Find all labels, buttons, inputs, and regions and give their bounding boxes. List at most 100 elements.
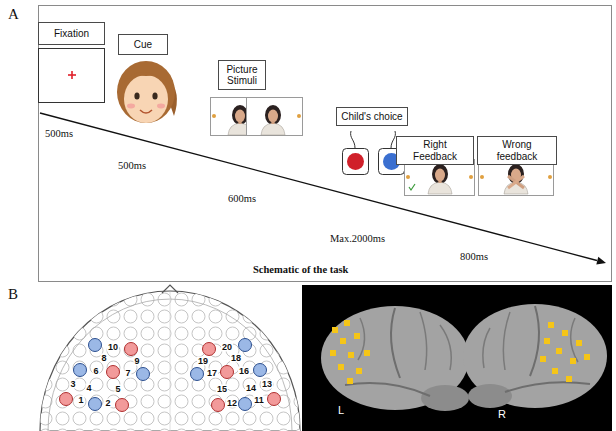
channel-number: 4 xyxy=(85,384,92,393)
head-outline xyxy=(40,291,300,431)
blush xyxy=(127,104,135,109)
box-label: Fixation xyxy=(54,28,89,40)
detector-probe xyxy=(254,364,267,377)
source-probe xyxy=(107,366,120,379)
channel-number: 1 xyxy=(77,396,84,405)
right-brain xyxy=(463,304,607,408)
channel-marker xyxy=(364,350,370,356)
channel-marker xyxy=(556,348,562,354)
stimulus-frame xyxy=(247,98,303,136)
channel-marker xyxy=(544,338,550,344)
cerebellum xyxy=(421,385,469,411)
hemisphere-label: L xyxy=(336,404,346,416)
channel-number: 17 xyxy=(206,369,218,378)
probe-grid xyxy=(40,290,300,431)
panel-letter: A xyxy=(8,6,19,23)
smile xyxy=(140,110,152,113)
label-box: Fixation xyxy=(38,22,105,45)
channel-marker xyxy=(347,378,353,384)
brain-ground xyxy=(302,285,612,431)
channel-marker xyxy=(584,354,590,360)
detector-probe xyxy=(137,368,150,381)
blush xyxy=(157,104,165,109)
box-label: Right Feedback xyxy=(400,139,470,162)
box-label: Cue xyxy=(134,39,152,51)
channel-marker xyxy=(548,322,554,328)
detector-probe xyxy=(74,364,87,377)
channel-number: 19 xyxy=(197,357,209,366)
detector-probe xyxy=(239,398,252,411)
label-box: Cue xyxy=(118,34,168,55)
channel-marker xyxy=(566,376,572,382)
arrow-head xyxy=(596,257,606,265)
timing-label: 500ms xyxy=(118,160,146,171)
sulcus xyxy=(505,382,590,392)
channel-number: 15 xyxy=(216,385,228,394)
channel-marker xyxy=(576,340,582,346)
panel-frame xyxy=(39,6,612,282)
label-box: Picture Stimuli xyxy=(218,60,266,90)
channel-marker xyxy=(356,368,362,374)
channel-number: 10 xyxy=(107,343,119,352)
channel-number: 9 xyxy=(133,357,140,366)
crossed-arm xyxy=(508,176,524,188)
channel-number: 18 xyxy=(230,354,242,363)
channel-number: 20 xyxy=(221,343,233,352)
channel-marker xyxy=(332,327,338,333)
check-mark xyxy=(409,184,415,190)
channel-marker xyxy=(330,350,336,356)
box-label: Child's choice xyxy=(341,111,402,123)
source-probe xyxy=(203,343,216,356)
side-dot xyxy=(469,175,473,179)
box-label: Picture Stimuli xyxy=(222,64,262,87)
channel-number: 8 xyxy=(100,354,107,363)
detector-probe xyxy=(239,339,252,352)
midline xyxy=(170,292,171,431)
source-probe xyxy=(60,393,73,406)
source-probe xyxy=(125,343,138,356)
eye xyxy=(152,92,157,99)
sulcus xyxy=(345,383,430,396)
channel-number: 16 xyxy=(238,367,250,376)
detector-probe xyxy=(191,368,204,381)
source-probe xyxy=(221,366,234,379)
time-arrow xyxy=(40,113,597,261)
channel-marker xyxy=(348,352,354,358)
channel-number: 11 xyxy=(253,396,265,405)
cue-face xyxy=(117,61,177,123)
cortex xyxy=(463,304,607,408)
channel-marker xyxy=(340,338,346,344)
red-button xyxy=(347,153,364,170)
sulcus xyxy=(530,306,539,376)
gyri xyxy=(483,312,578,370)
channel-marker xyxy=(570,358,576,364)
eye xyxy=(134,92,139,99)
channel-number: 14 xyxy=(245,384,257,393)
left-brain xyxy=(321,306,469,411)
fixation-cross xyxy=(71,71,73,79)
channel-number: 12 xyxy=(226,399,238,408)
wire xyxy=(391,131,395,148)
sulcus xyxy=(391,308,400,378)
gyri xyxy=(358,312,451,370)
wire xyxy=(351,131,355,148)
detector-probe xyxy=(89,398,102,411)
side-dot xyxy=(406,175,410,179)
channel-number: 2 xyxy=(104,399,111,408)
hemisphere-label: R xyxy=(496,408,508,420)
cerebellum xyxy=(468,384,512,408)
timing-label: 800ms xyxy=(460,251,488,262)
fringe xyxy=(122,72,170,84)
crossed-arm xyxy=(508,176,524,188)
channel-number: 13 xyxy=(261,380,273,389)
channel-marker xyxy=(540,356,546,362)
hair xyxy=(117,61,175,123)
cortex xyxy=(321,306,469,410)
channel-number: 5 xyxy=(114,385,121,394)
timing-label: 600ms xyxy=(228,193,256,204)
side-dot xyxy=(212,114,216,118)
screen-frame xyxy=(39,49,105,103)
button-box xyxy=(343,149,369,175)
label-box: Child's choice xyxy=(336,107,408,126)
